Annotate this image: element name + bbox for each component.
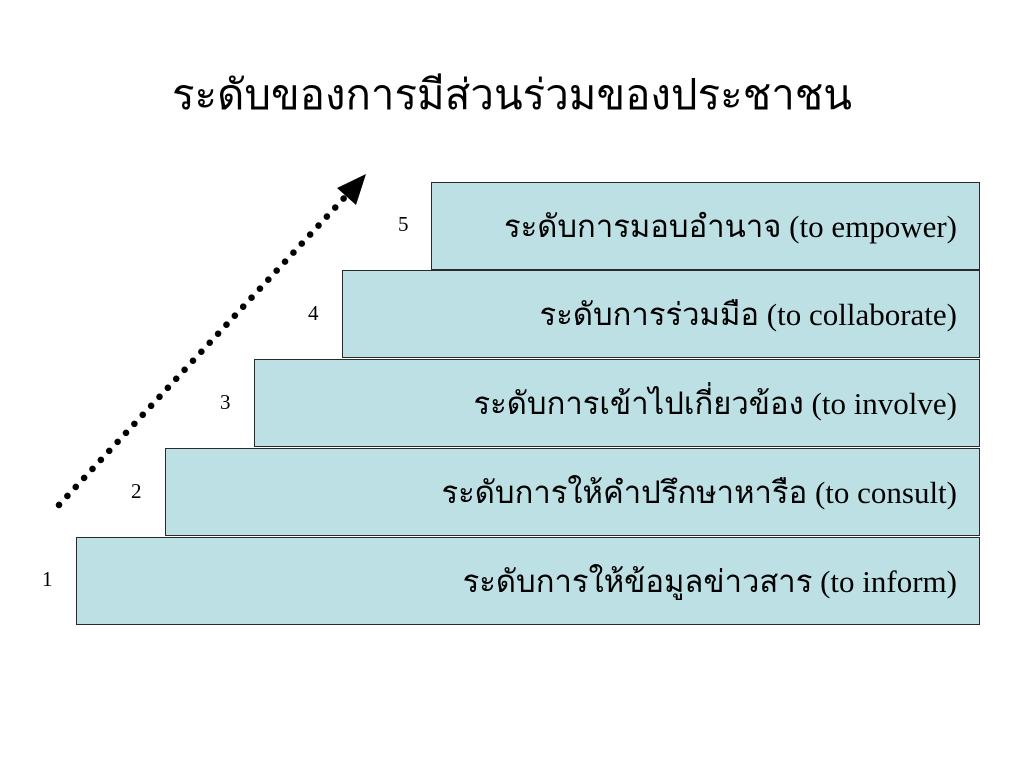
level-1-number: 1 — [42, 567, 53, 591]
level-3-step: ระดับการเข้าไปเกี่ยวข้อง (to involve) — [254, 359, 980, 447]
dotted-arrow-head — [337, 174, 366, 205]
level-2-label: ระดับการให้คำปรึกษาหารือ (to consult) — [441, 475, 957, 510]
level-2-step: ระดับการให้คำปรึกษาหารือ (to consult) — [165, 448, 980, 536]
dotted-arrow-shaft — [55, 192, 350, 509]
level-4-number: 4 — [308, 301, 319, 325]
level-1-label: ระดับการให้ข้อมูลข่าวสาร (to inform) — [462, 564, 957, 599]
level-2-number: 2 — [131, 479, 142, 503]
level-3-label: ระดับการเข้าไปเกี่ยวข้อง (to involve) — [473, 386, 957, 421]
level-5-step: ระดับการมอบอำนาจ (to empower) — [431, 182, 980, 270]
level-5-number: 5 — [398, 212, 409, 236]
level-1-step: ระดับการให้ข้อมูลข่าวสาร (to inform) — [76, 537, 980, 625]
level-4-label: ระดับการร่วมมือ (to collaborate) — [539, 297, 957, 332]
level-3-number: 3 — [220, 390, 231, 414]
level-5-label: ระดับการมอบอำนาจ (to empower) — [503, 209, 957, 244]
page-title: ระดับของการมีส่วนร่วมของประชาชน — [171, 73, 853, 119]
level-4-step: ระดับการร่วมมือ (to collaborate) — [342, 270, 980, 358]
